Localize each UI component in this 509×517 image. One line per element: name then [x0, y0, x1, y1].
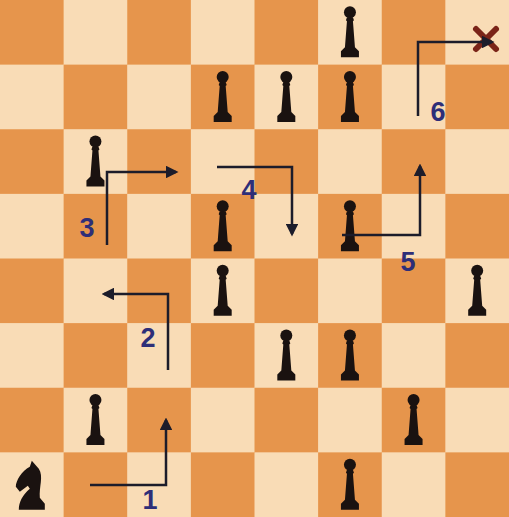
callout-number: 1 [133, 485, 167, 515]
board-square [0, 388, 64, 453]
callout-number: 2 [131, 323, 165, 353]
board-square [382, 129, 446, 194]
pawn-piece [86, 136, 104, 187]
board-square [255, 388, 319, 453]
board-square [255, 194, 319, 259]
callout-number: 6 [421, 97, 455, 127]
board-square [318, 65, 382, 130]
board-square [191, 65, 255, 130]
move-arrow [90, 420, 166, 485]
board-square [191, 388, 255, 453]
pawn-piece [214, 71, 232, 122]
pawn-piece [277, 71, 295, 122]
board-square [127, 65, 191, 130]
board-square [255, 65, 319, 130]
callout-number: 3 [70, 213, 104, 243]
board-square [191, 452, 255, 517]
board-square [255, 129, 319, 194]
pawn-piece [277, 329, 295, 380]
board-square [0, 129, 64, 194]
board-square [382, 388, 446, 453]
board-square [64, 0, 128, 65]
board-square [127, 129, 191, 194]
board-square [64, 65, 128, 130]
move-arrow [418, 42, 492, 116]
board-square [445, 452, 509, 517]
board-square [64, 259, 128, 324]
board-square [64, 388, 128, 453]
board-square [382, 452, 446, 517]
board-square [318, 194, 382, 259]
board-square [382, 0, 446, 65]
board-square [445, 323, 509, 388]
board-square [318, 388, 382, 453]
board-square [127, 388, 191, 453]
board-square [64, 129, 128, 194]
board-square [318, 323, 382, 388]
board-square [0, 194, 64, 259]
pawn-piece [341, 6, 359, 57]
pawn-piece [214, 200, 232, 251]
board-square [255, 323, 319, 388]
board-square [445, 0, 509, 65]
board-square [445, 388, 509, 453]
board-square [191, 259, 255, 324]
callout-number: 5 [391, 247, 425, 277]
pawn-piece [405, 394, 423, 445]
board-square [445, 129, 509, 194]
board-square [382, 323, 446, 388]
pawn-piece [86, 394, 104, 445]
pawn-piece [214, 265, 232, 316]
board-square [445, 259, 509, 324]
board-square [127, 323, 191, 388]
board-square [318, 259, 382, 324]
board-square [0, 323, 64, 388]
board-square [127, 194, 191, 259]
board-square [64, 323, 128, 388]
board-square [191, 323, 255, 388]
move-arrow [342, 166, 420, 235]
move-arrow [107, 172, 176, 245]
board-square [0, 65, 64, 130]
board-square [127, 259, 191, 324]
board-square [191, 0, 255, 65]
target-cross [476, 29, 496, 49]
callout-number: 4 [232, 175, 266, 205]
board-square [318, 452, 382, 517]
board-square [318, 129, 382, 194]
board-square [0, 259, 64, 324]
board-square [255, 0, 319, 65]
pawn-piece [341, 200, 359, 251]
board-square [255, 452, 319, 517]
pawn-piece [468, 265, 486, 316]
board-square [0, 0, 64, 65]
pawn-piece [341, 459, 359, 510]
pawn-piece [341, 329, 359, 380]
board-square [0, 452, 64, 517]
board-square [445, 65, 509, 130]
board-square [127, 0, 191, 65]
board-square [318, 0, 382, 65]
pawn-piece [341, 71, 359, 122]
board-square [255, 259, 319, 324]
board-square [64, 194, 128, 259]
move-arrow [217, 167, 292, 234]
board-square [445, 194, 509, 259]
knight-piece [16, 461, 45, 510]
move-arrow [104, 294, 168, 370]
